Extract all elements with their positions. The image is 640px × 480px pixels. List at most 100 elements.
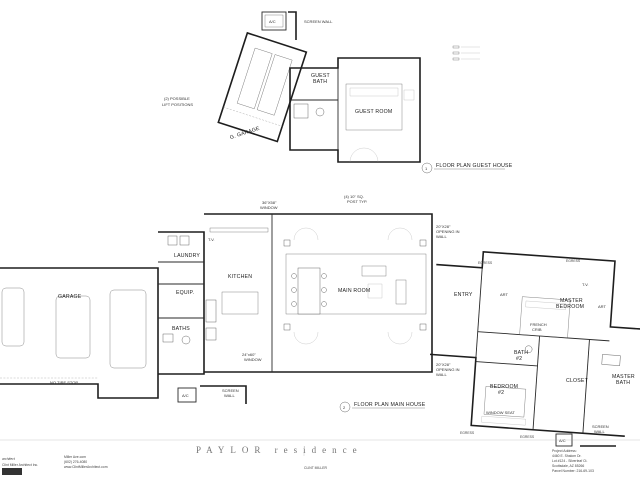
project-line-4: Scottsdale, AZ 85266 [552,464,584,468]
garage-walls [0,267,159,399]
garage-door-line [223,106,283,127]
ac-unit-top [264,14,284,28]
window-36x58-label: 36"X58"WINDOW [260,200,278,210]
legend-swatch-1 [452,45,460,49]
guest-garage-walls [217,31,308,143]
dining-chair-6 [321,301,327,307]
tv-master-label: T.V. [582,282,589,287]
bedroom2-label: BEDROOM#2 [490,384,518,396]
firm-name: architect [2,457,16,461]
car-outline-1 [236,47,273,109]
guest-bed [345,83,403,131]
plan-marker-2 [339,401,351,413]
laundry-label: LAUNDRY [174,253,200,259]
sofa-top [361,265,387,277]
contact-line-2: (602) 276-4080 [64,460,87,464]
entry-label: ENTRY [454,292,473,298]
bath-toilet [181,335,191,345]
master-tub [601,354,621,366]
art-label-2: ART [598,304,606,309]
ac-pad-top [261,11,287,31]
guest-room-label: GUEST ROOM [355,109,392,115]
guest-door-swing-1 [349,147,365,163]
post-3 [283,323,291,331]
egress-label-3: EGRESS [460,431,475,435]
screen-wall-label-top: SCREEN WALL [304,19,333,24]
garage-car-2 [109,289,147,369]
guest-door-swing-2 [363,147,379,163]
egress-label-4: EGRESS [520,435,535,439]
kitchen-upper-counter [209,227,269,233]
guest-pillows [349,87,399,97]
title-block: PAYLOR residence CLINT MILLER architect … [0,439,640,475]
garage-car-3 [1,287,25,347]
guest-nightstand [403,89,415,101]
dining-chair-3 [291,301,297,307]
ac-pad-bottom [177,387,197,403]
main-house-walls [204,213,433,373]
closet-label: CLOSET [566,378,589,384]
bath2-toilet [524,345,533,353]
project-line-1: Project Address: [552,449,577,453]
legend-swatch-3 [452,57,460,61]
kitchen-label: KITCHEN [228,274,252,280]
screen-wall-top [288,11,297,40]
post-2 [419,239,427,247]
bath2-label: BATH#2 [514,350,528,362]
kitchen-range [205,299,217,323]
firm-logo-mark [2,468,22,475]
service-column-walls [158,231,205,375]
dining-chair-5 [321,287,327,293]
plan-title-main: FLOOR PLAN MAIN HOUSE [354,402,426,408]
firm-line-1: Clint Miller Architect Inc. [2,463,38,467]
firm-logo-text: CLINT MILLER [304,466,327,470]
bedroom2-bed [483,386,527,418]
coffee-table [367,283,383,299]
master-pillows [525,300,567,310]
plan-marker-1 [421,162,433,174]
ac-label-right: A/C [559,438,566,443]
dining-table [297,267,321,315]
washer [167,235,178,246]
baths-label: BATHS [172,326,190,332]
bath2-closet-divider [532,335,541,430]
bath2-bedroom2-divider [475,361,538,367]
ac-label-bottom: A/C [182,393,189,398]
contact-line-1: Miller Ave.com [64,455,86,459]
window-seat-bench [481,416,526,426]
no-tire-stop-label: NO TIRE STOP [50,380,78,385]
kitchen-fridge [205,327,217,341]
kitchen-island [221,291,259,315]
ac-label-top: A/C [269,19,276,24]
art-label-1: ART [500,292,508,297]
post-4 [419,323,427,331]
garage-car-1 [55,295,91,359]
closet-masterbath-divider [582,339,590,434]
master-bed [519,296,571,339]
door-swing-bottom-1 [293,331,319,345]
post-typ-label: (4) 10" SQ.POST TYP. [344,194,367,204]
window-24x60-label: 24"x60"WINDOW [242,352,262,362]
egress-label-2: EGRESS [566,259,581,263]
project-line-2: 4460 E. Shalom Dr. [552,454,582,458]
window-seat-label: WINDOW SEAT [486,410,515,415]
plan-number-2: 2 [343,405,346,410]
guest-house-outer-walls [289,57,421,163]
main-room-label: MAIN ROOM [338,288,370,294]
garage-label: GARAGE [58,294,82,300]
sofa-side [395,279,407,305]
plan-number-1: 1 [425,166,428,171]
contact-line-3: www.ClintMillerArchitect.com [64,465,108,469]
project-line-5: Parcel Number: 216-69-103 [552,469,594,473]
guest-toilet [315,107,325,117]
